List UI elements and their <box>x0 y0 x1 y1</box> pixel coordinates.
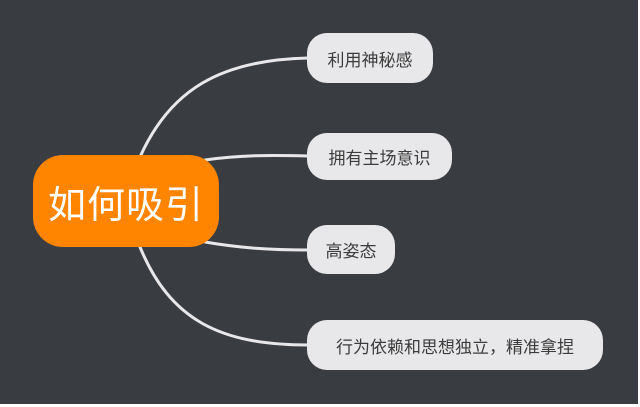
branch-node-high-posture[interactable]: 高姿态 <box>307 225 395 274</box>
branch-node-home-field[interactable]: 拥有主场意识 <box>307 133 452 180</box>
root-node[interactable]: 如何吸引 <box>33 155 219 247</box>
connector-branch-1 <box>138 56 310 159</box>
branch-node-dependence-independence[interactable]: 行为依赖和思想独立，精准拿捏 <box>307 320 603 370</box>
connector-branch-4 <box>138 245 310 347</box>
connector-branch-3 <box>203 240 310 252</box>
connector-branch-2 <box>203 153 310 162</box>
branch-node-mystery[interactable]: 利用神秘感 <box>307 33 433 83</box>
